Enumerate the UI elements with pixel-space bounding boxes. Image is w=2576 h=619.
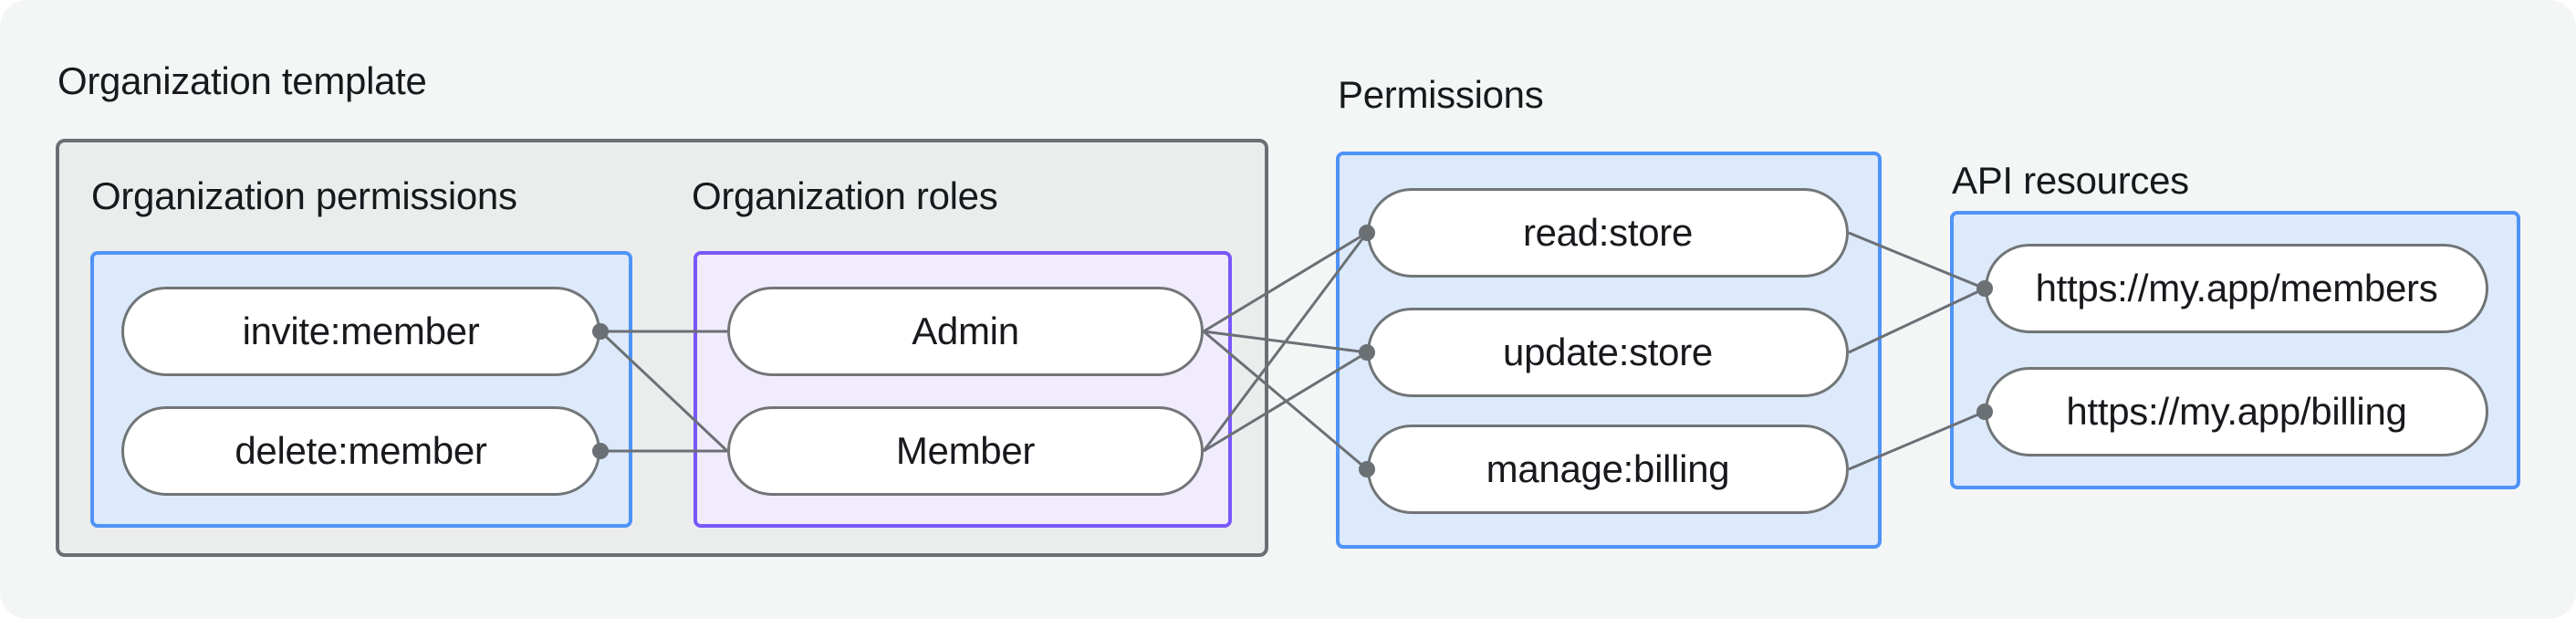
node-invite-member: invite:member	[121, 287, 600, 376]
node-delete-member: delete:member	[121, 406, 600, 496]
org-permissions-label: Organization permissions	[91, 174, 517, 217]
node-member: Member	[727, 406, 1204, 496]
node-manage-billing: manage:billing	[1367, 425, 1849, 514]
node-read-store: read:store	[1367, 188, 1849, 278]
node-admin: Admin	[727, 287, 1204, 376]
api-resources-label: API resources	[1952, 159, 2189, 202]
node-update-store: update:store	[1367, 308, 1849, 397]
node-api-members: https://my.app/members	[1985, 244, 2488, 333]
node-api-billing: https://my.app/billing	[1985, 367, 2488, 456]
org-roles-label: Organization roles	[692, 174, 998, 217]
org-template-label: Organization template	[57, 59, 427, 102]
permissions-label: Permissions	[1338, 73, 1544, 116]
